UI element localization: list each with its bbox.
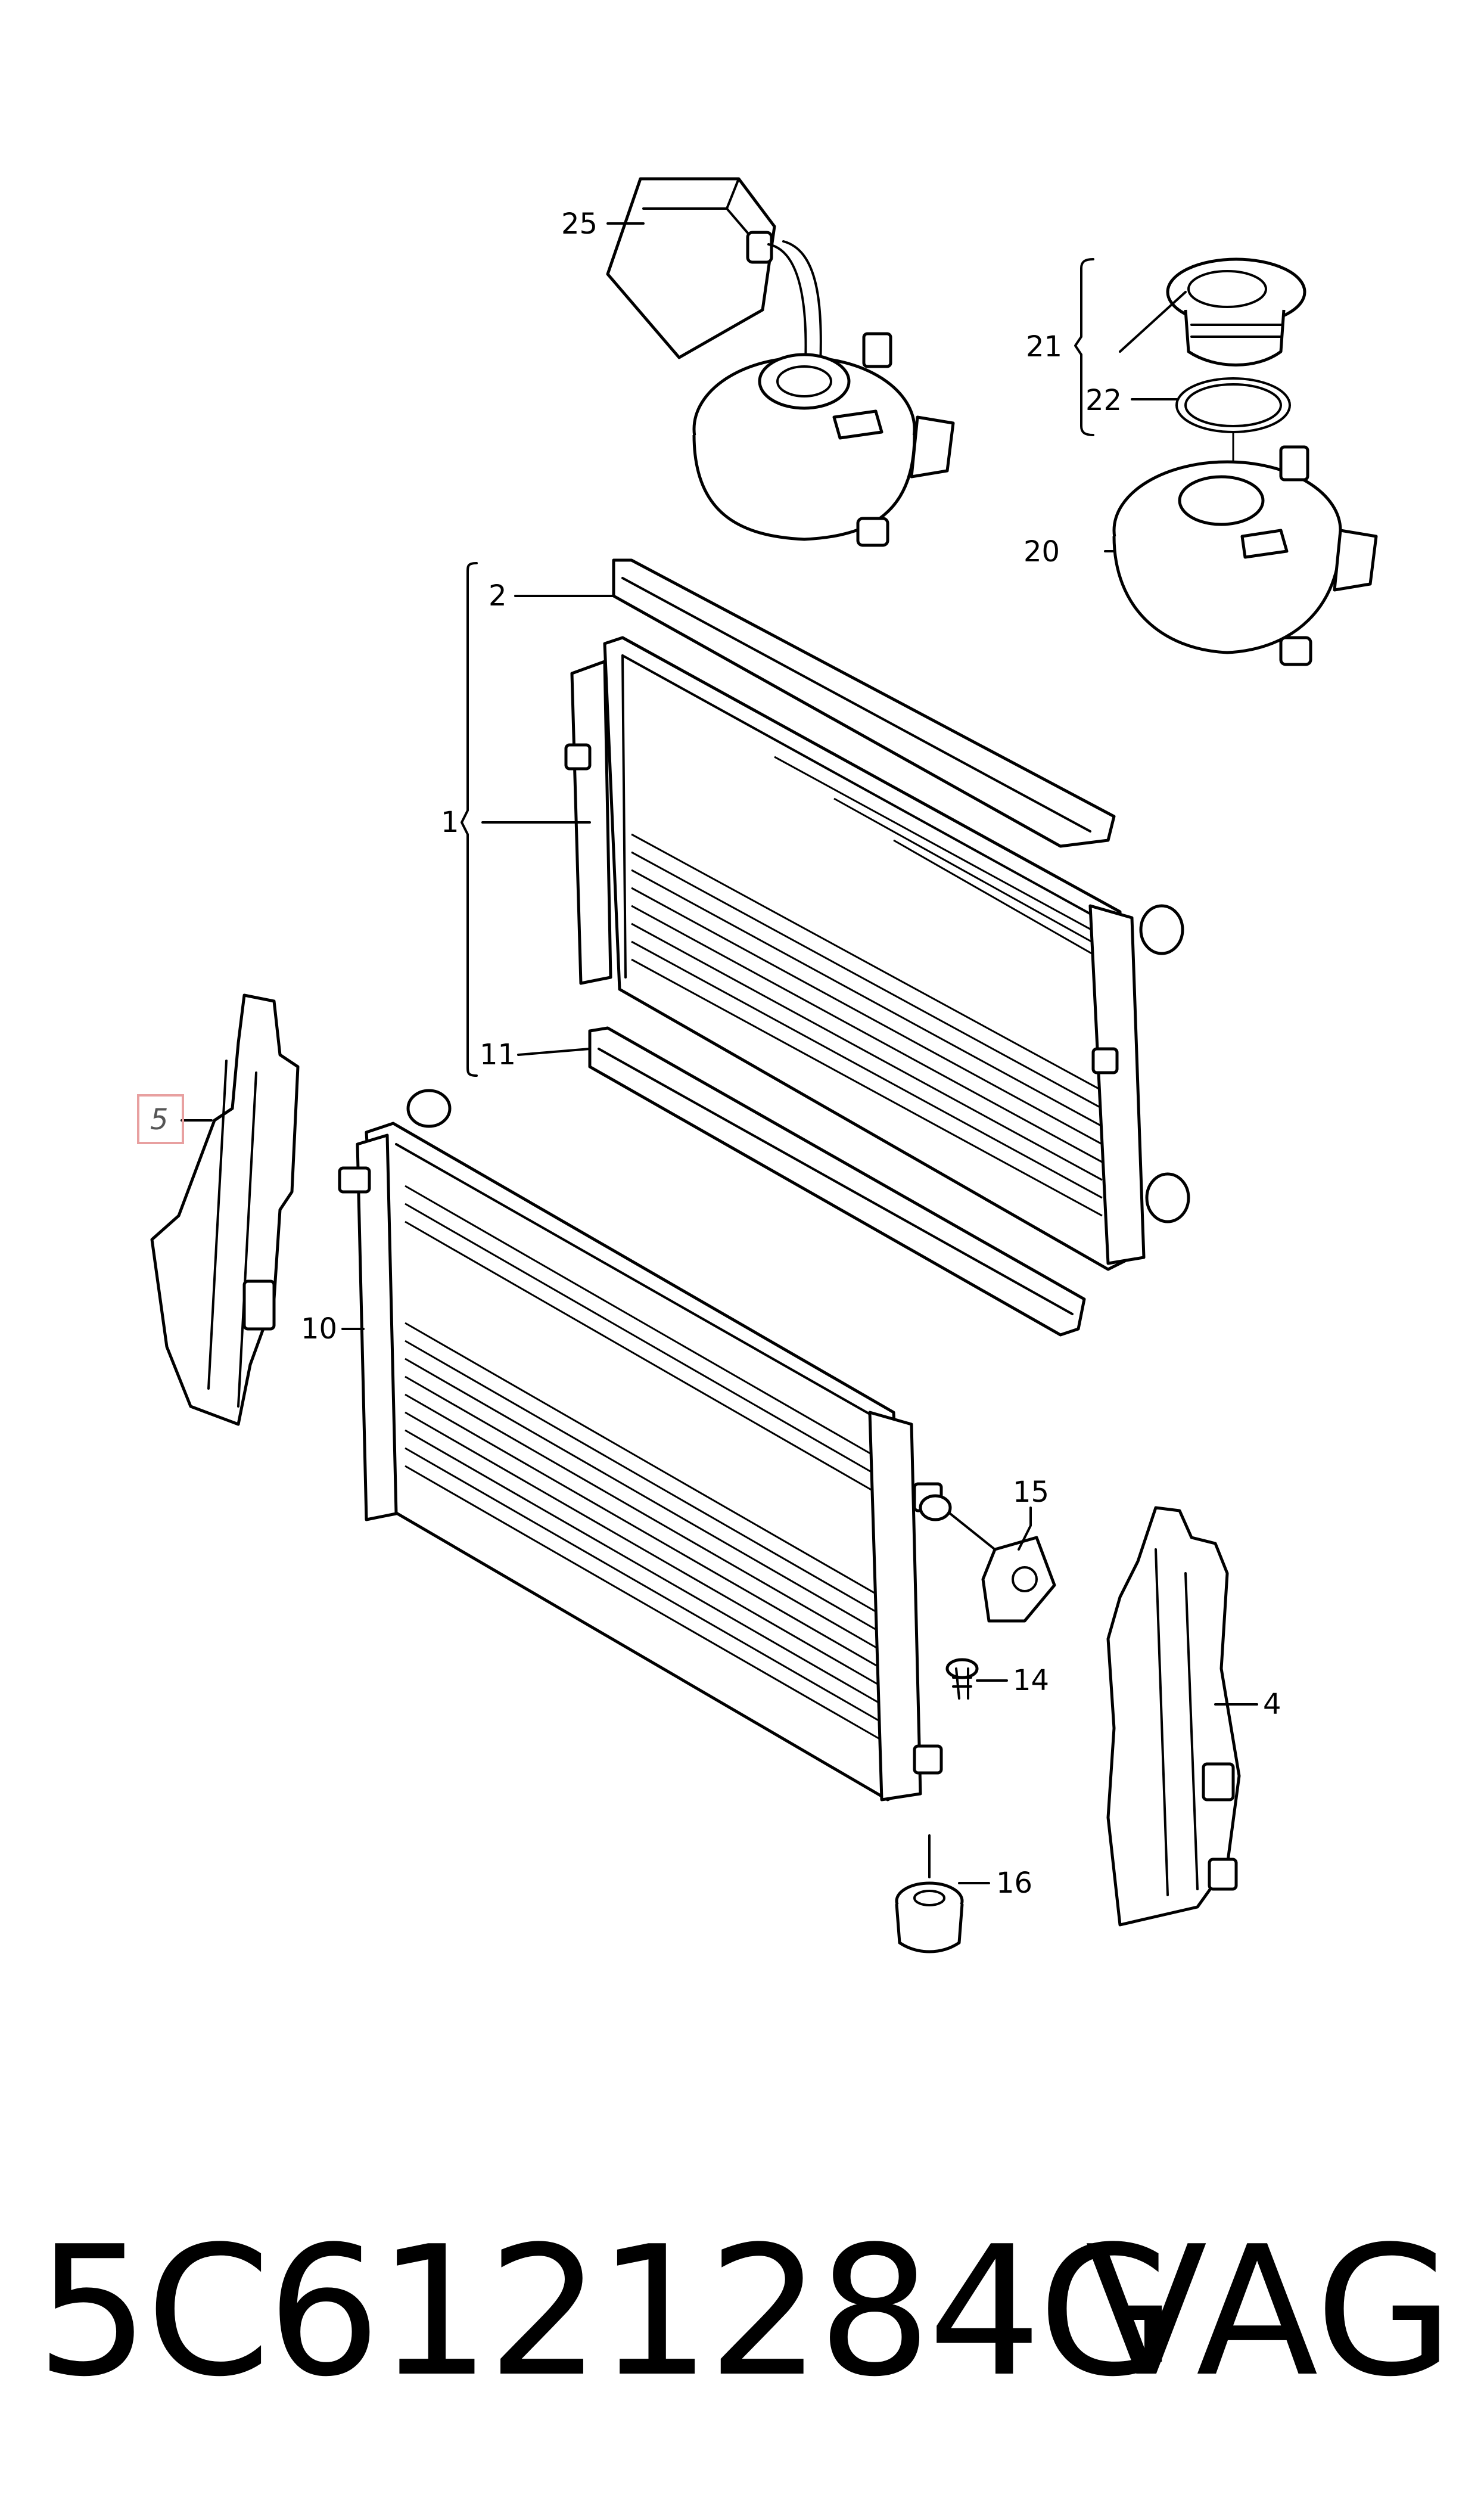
- mounting-bracket: [919, 1494, 1056, 1623]
- part-number: 5C6121284G: [36, 2208, 1177, 2416]
- front-radiator: [338, 1089, 943, 1801]
- rubber-mount: [895, 1834, 964, 1953]
- callout-15: 15: [1013, 1476, 1049, 1509]
- main-radiator: [564, 636, 1190, 1271]
- expansion-tank-right: [1112, 445, 1378, 666]
- callout-labels: 25 21 22 20 2 1 11 5 10 15 14 4 16: [150, 207, 1281, 1900]
- callout-2: 2: [489, 579, 507, 613]
- callout-22: 22: [1085, 384, 1122, 417]
- callout-16: 16: [996, 1866, 1032, 1900]
- callout-14: 14: [1013, 1664, 1049, 1697]
- callout-25: 25: [561, 207, 598, 241]
- callout-20: 20: [1023, 535, 1060, 569]
- footer: 5C6121284G VAG: [36, 2193, 1454, 2431]
- expansion-tank-upper: [692, 332, 955, 547]
- brand-label: VAG: [1085, 2208, 1454, 2416]
- callout-11: 11: [480, 1038, 516, 1071]
- main-radiator-fins: [631, 756, 1103, 1217]
- callout-10: 10: [301, 1312, 337, 1346]
- front-radiator-fins: [405, 1185, 882, 1741]
- lower-seal-strip: [588, 1026, 1086, 1337]
- callout-5-highlight: [137, 1094, 184, 1144]
- right-air-guide: [1106, 1506, 1241, 1927]
- screw: [945, 1658, 979, 1700]
- coolant-jug: [606, 177, 822, 389]
- leader-lines: [181, 222, 1258, 1884]
- callout-5: 5: [150, 1103, 169, 1136]
- callout-4: 4: [1263, 1688, 1281, 1721]
- expansion-cap: [1166, 257, 1306, 366]
- left-air-guide: [150, 993, 300, 1426]
- callout-1: 1: [441, 806, 459, 839]
- callout-21: 21: [1026, 330, 1062, 364]
